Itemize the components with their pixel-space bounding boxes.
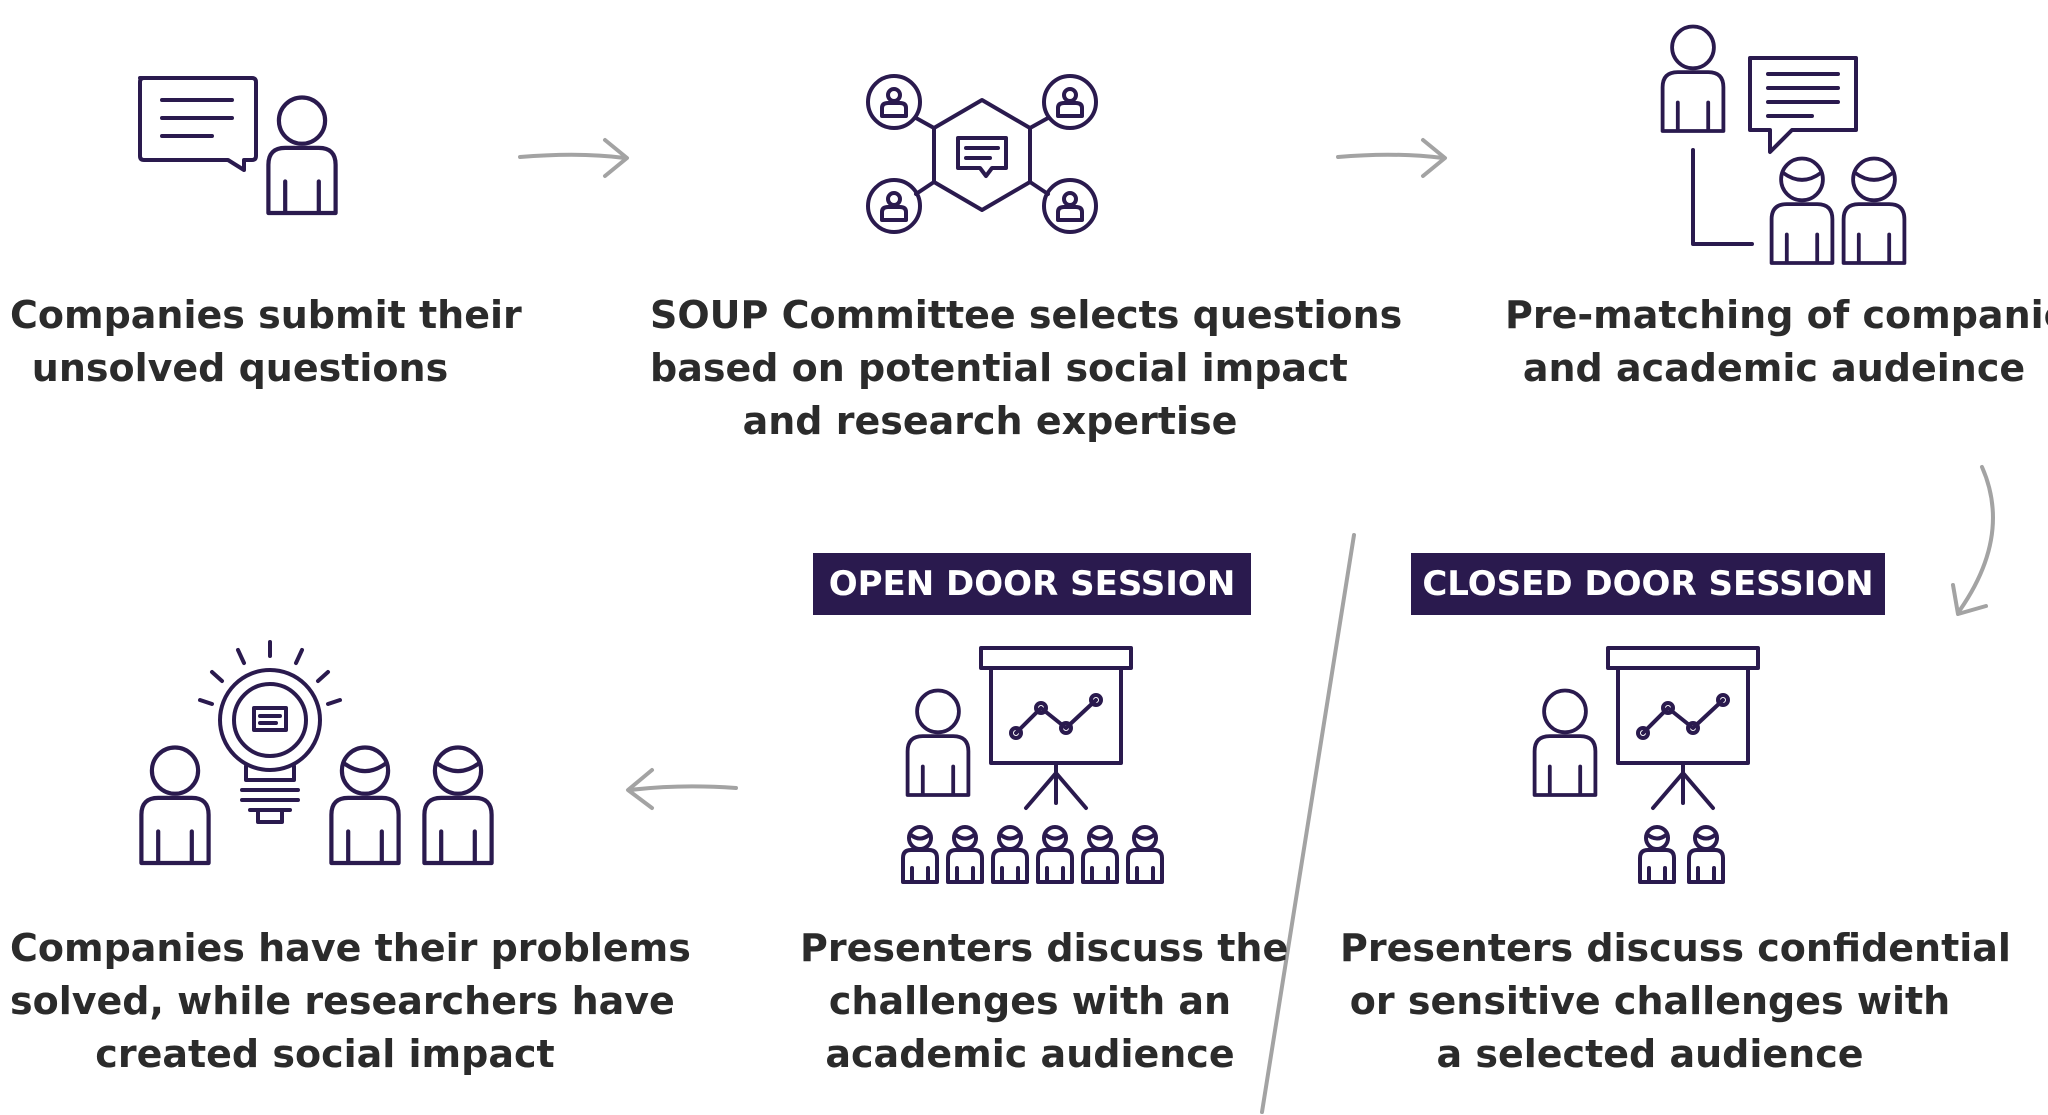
banner-open-door: OPEN DOOR SESSION: [813, 553, 1251, 615]
caption-submit: Companies submit their unsolved question…: [10, 293, 522, 390]
lightbulb-people-icon: [141, 640, 491, 863]
caption-solved: Companies have their problems solved, wh…: [10, 926, 691, 1076]
caption-open: Presenters discuss the challenges with a…: [800, 926, 1289, 1076]
presentation-small-audience-icon: [1532, 646, 1760, 884]
speech-bubble-person-icon: [138, 76, 336, 213]
arrow-select-to-prematch: [1336, 138, 1447, 178]
arrow-open-to-solved: [626, 768, 738, 810]
session-divider: [1260, 533, 1356, 1114]
banner-closed-door: CLOSED DOOR SESSION: [1411, 553, 1885, 615]
caption-select: SOUP Committee selects questions based o…: [650, 293, 1403, 443]
network-hexagon-icon: [866, 74, 1098, 234]
arrow-submit-to-select: [518, 138, 629, 178]
caption-prematch: Pre-matching of companies and academic a…: [1505, 293, 2048, 390]
presentation-large-audience-icon: [901, 646, 1164, 884]
person-matching-icon: [1660, 24, 1907, 265]
caption-closed: Presenters discuss confidential or sensi…: [1340, 926, 2011, 1076]
arrow-prematch-to-closed: [1951, 465, 1995, 616]
